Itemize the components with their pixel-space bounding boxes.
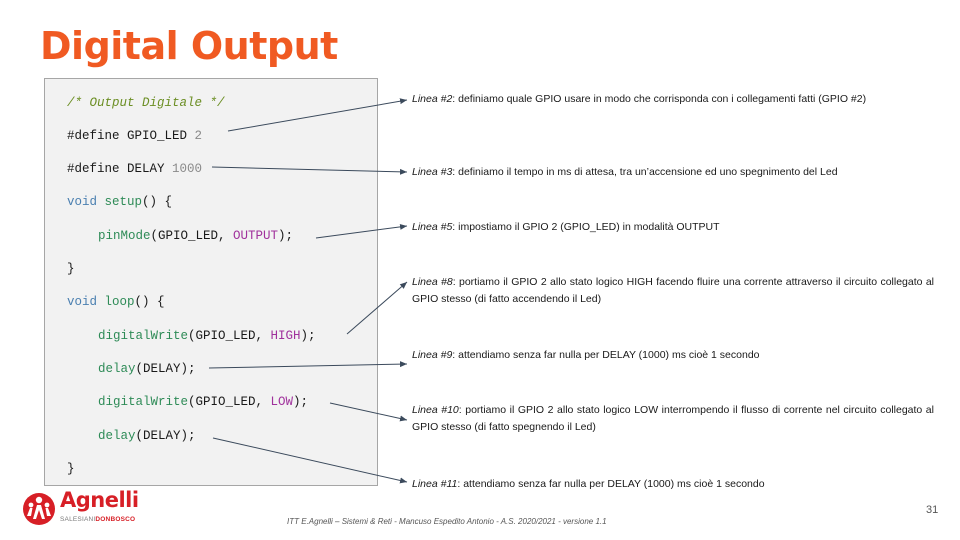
note-label: Linea #11 [412, 478, 458, 490]
page-number: 31 [926, 504, 939, 516]
note-text: : portiamo il GPIO 2 allo stato logico H… [412, 276, 935, 305]
code-punct: } [67, 462, 75, 476]
arrow-line-8 [346, 281, 408, 335]
code-define-delay: #define DELAY [67, 162, 173, 176]
code-punct: () { [134, 295, 165, 309]
note-text: : definiamo il tempo in ms di attesa, tr… [452, 166, 838, 178]
note-line-2: Linea #2: definiamo quale GPIO usare in … [412, 91, 934, 108]
code-punct: ); [278, 229, 294, 243]
code-function-setup: setup [104, 195, 143, 209]
code-line-6: } [67, 261, 75, 277]
arrow-line-11 [212, 437, 408, 484]
agnelli-logo: Agnelli SALESIANIDONBOSCO [22, 488, 142, 530]
code-line-4: void setup() { [67, 194, 172, 210]
code-function-delay: delay [98, 429, 136, 443]
code-function-digitalwrite: digitalWrite [98, 395, 189, 409]
code-punct: ); [293, 395, 309, 409]
code-constant-output: OUTPUT [233, 229, 279, 243]
code-args: (GPIO_LED, [188, 395, 271, 409]
note-label: Linea #3 [412, 166, 453, 178]
code-function-loop: loop [104, 295, 135, 309]
code-args: (GPIO_LED, [188, 329, 271, 343]
code-constant-low: LOW [270, 395, 294, 409]
code-line-9: delay(DELAY); [98, 361, 196, 377]
note-label: Linea #8 [412, 276, 453, 288]
code-keyword: void [67, 295, 98, 309]
code-block: /* Output Digitale */ #define GPIO_LED 2… [44, 78, 378, 486]
slide-footer: ITT E.Agnelli – Sistemi & Reti - Mancuso… [287, 517, 607, 526]
note-label: Linea #9 [412, 349, 453, 361]
code-line-11: delay(DELAY); [98, 428, 196, 444]
code-line-7: void loop() { [67, 294, 165, 310]
code-line-8: digitalWrite(GPIO_LED, HIGH); [98, 328, 316, 344]
code-function-delay: delay [98, 362, 136, 376]
code-line-3: #define DELAY 1000 [67, 161, 202, 177]
code-line-5: pinMode(GPIO_LED, OUTPUT); [98, 228, 293, 244]
arrow-line-10 [329, 402, 408, 422]
code-punct: } [67, 262, 75, 276]
note-line-3: Linea #3: definiamo il tempo in ms di at… [412, 164, 934, 181]
note-line-10: Linea #10: portiamo il GPIO 2 allo stato… [412, 402, 934, 436]
slide-title: Digital Output [40, 24, 338, 68]
code-line-10: digitalWrite(GPIO_LED, LOW); [98, 394, 308, 410]
arrow-line-9 [208, 361, 408, 369]
note-text: : impostiamo il GPIO 2 (GPIO_LED) in mod… [452, 221, 720, 233]
arrow-line-5 [315, 223, 408, 239]
note-label: Linea #10 [412, 404, 459, 416]
note-text: : attendiamo senza far nulla per DELAY (… [457, 478, 765, 490]
code-function-digitalwrite: digitalWrite [98, 329, 189, 343]
code-line-2: #define GPIO_LED 2 [67, 128, 202, 144]
code-args: (DELAY); [135, 429, 196, 443]
logo-sub-salesiani: SALESIANI [60, 516, 96, 523]
code-define-gpio: #define GPIO_LED [67, 129, 195, 143]
arrow-line-2 [227, 98, 408, 132]
code-args: (GPIO_LED, [150, 229, 234, 243]
note-line-8: Linea #8: portiamo il GPIO 2 allo stato … [412, 274, 934, 308]
note-text: : attendiamo senza far nulla per DELAY (… [452, 349, 760, 361]
note-line-11: Linea #11: attendiamo senza far nulla pe… [412, 476, 934, 493]
code-punct: ); [300, 329, 316, 343]
code-constant-high: HIGH [270, 329, 301, 343]
code-comment: /* Output Digitale */ [67, 96, 225, 110]
logo-name: Agnelli [60, 488, 139, 512]
code-keyword: void [67, 195, 98, 209]
note-text: : portiamo il GPIO 2 allo stato logico L… [412, 404, 934, 433]
code-function-pinmode: pinMode [98, 229, 151, 243]
logo-subtitle: SALESIANIDONBOSCO [60, 516, 135, 523]
code-define-delay-value: 1000 [172, 162, 203, 176]
salesiani-figures-icon [23, 493, 55, 525]
note-label: Linea #5 [412, 221, 453, 233]
logo-sub-donbosco: DONBOSCO [95, 516, 136, 523]
arrow-line-3 [211, 166, 408, 175]
code-line-12: } [67, 461, 75, 477]
note-text: : definiamo quale GPIO usare in modo che… [452, 93, 867, 105]
code-args: (DELAY); [135, 362, 196, 376]
note-line-5: Linea #5: impostiamo il GPIO 2 (GPIO_LED… [412, 219, 934, 236]
code-line-1: /* Output Digitale */ [67, 95, 225, 111]
note-line-9: Linea #9: attendiamo senza far nulla per… [412, 347, 934, 364]
code-punct: () { [142, 195, 173, 209]
note-label: Linea #2 [412, 93, 453, 105]
code-define-gpio-value: 2 [194, 129, 203, 143]
